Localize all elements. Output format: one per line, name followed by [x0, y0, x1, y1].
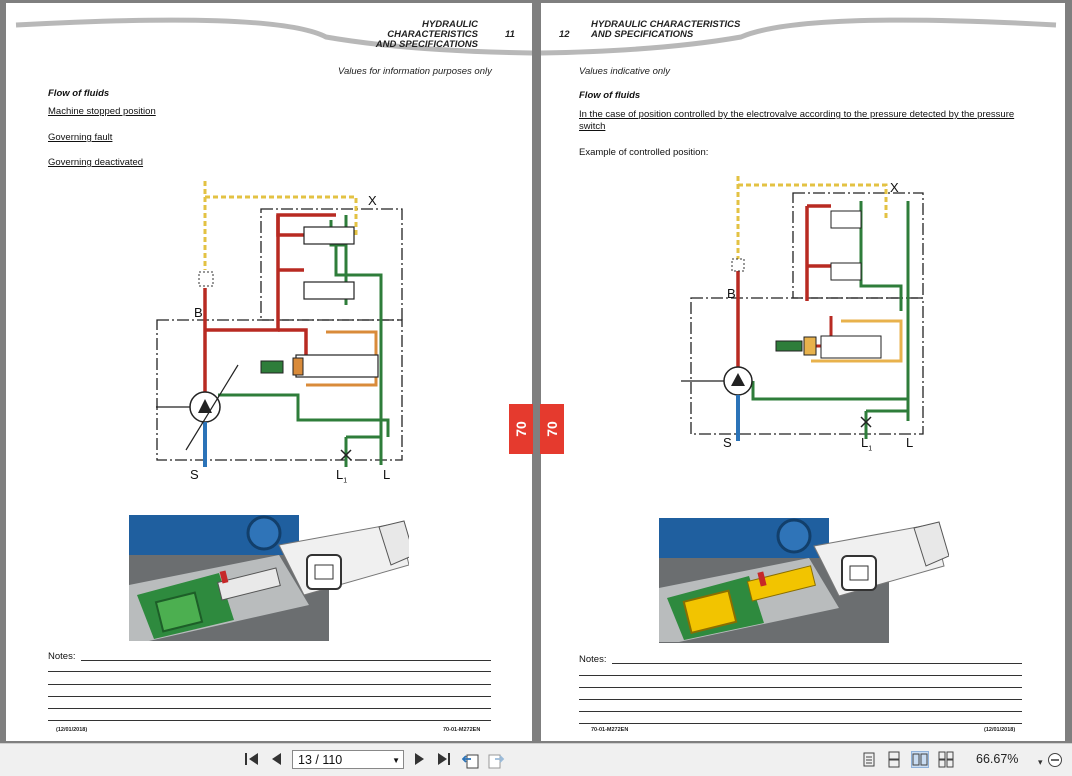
header-line1: HYDRAULIC CHARACTERISTICS: [387, 19, 478, 40]
first-page-icon[interactable]: [245, 752, 259, 766]
notes-label: Notes:: [579, 654, 607, 665]
page-header: HYDRAULIC CHARACTERISTICS AND SPECIFICAT…: [591, 20, 740, 40]
list-item: Governing fault: [48, 132, 113, 143]
zoom-level[interactable]: 66.67%: [976, 752, 1019, 766]
port-label-b: B: [727, 286, 736, 301]
port-label-l: L: [906, 435, 914, 450]
header-line1: HYDRAULIC CHARACTERISTICS: [591, 19, 741, 30]
header-line2: AND SPECIFICATIONS: [375, 39, 478, 50]
page-forward-icon[interactable]: [487, 752, 505, 769]
tab-label: 70: [513, 421, 529, 437]
subtitle: Values for information purposes only: [338, 66, 492, 77]
notes-line: [48, 684, 491, 685]
example-label: Example of controlled position:: [579, 147, 709, 158]
port-label-l1: L1: [336, 467, 347, 485]
list-item: Machine stopped position: [48, 106, 156, 117]
port-label-b: B: [194, 305, 203, 320]
page-back-icon[interactable]: [462, 752, 480, 769]
zoom-dropdown-icon[interactable]: ▾: [1038, 757, 1043, 767]
document-page-right: 12 HYDRAULIC CHARACTERISTICS AND SPECIFI…: [541, 3, 1065, 741]
notes-line: [48, 671, 491, 672]
hydraulic-diagram: [681, 176, 924, 441]
footer-docref: 70-01-M272EN: [591, 727, 629, 733]
notes-label: Notes:: [48, 651, 76, 662]
port-label-s: S: [723, 435, 732, 450]
document-page-left: HYDRAULIC CHARACTERISTICS AND SPECIFICAT…: [6, 3, 532, 741]
notes-line: [579, 687, 1022, 688]
section-tab-right: 70: [540, 404, 564, 454]
port-label-s: S: [190, 467, 199, 482]
chevron-down-icon[interactable]: ▼: [392, 756, 400, 765]
notes-line: [612, 663, 1022, 664]
port-label-l1: L1: [861, 435, 872, 453]
port-label-x: X: [890, 180, 899, 195]
l1-subscript: 1: [868, 445, 873, 453]
section-title: Flow of fluids: [48, 88, 110, 99]
notes-line: [48, 696, 491, 697]
footer-date: (12/01/2018): [56, 727, 88, 733]
notes-line: [579, 711, 1022, 712]
tab-label: 70: [544, 421, 560, 437]
header-line2: AND SPECIFICATIONS: [591, 29, 694, 40]
footer-date: (12/01/2018): [984, 727, 1016, 733]
footer-docref: 70-01-M272EN: [443, 727, 481, 733]
continuous-icon[interactable]: [885, 751, 903, 768]
page-field-value: 13 / 110: [298, 753, 343, 767]
l1-subscript: 1: [343, 477, 348, 485]
valve-illustration: [659, 518, 949, 643]
page-number: 12: [559, 29, 570, 40]
header-swoosh: [15, 17, 532, 56]
notes-line: [48, 708, 491, 709]
port-label-l: L: [383, 467, 391, 482]
zoom-out-icon[interactable]: [1047, 752, 1063, 768]
prev-page-icon[interactable]: [270, 752, 282, 766]
notes-line: [579, 675, 1022, 676]
page-number: 11: [505, 29, 515, 40]
l1-letter: L: [861, 435, 869, 450]
notes-line: [81, 660, 491, 661]
l1-letter: L: [336, 467, 344, 482]
port-label-x: X: [368, 193, 377, 208]
single-page-icon[interactable]: [860, 751, 878, 768]
page-header: HYDRAULIC CHARACTERISTICS AND SPECIFICAT…: [336, 20, 478, 50]
next-page-icon[interactable]: [414, 752, 426, 766]
last-page-icon[interactable]: [437, 752, 451, 766]
notes-line: [48, 720, 491, 721]
hydraulic-diagram: [156, 181, 403, 467]
two-page-continuous-icon[interactable]: [937, 751, 955, 768]
valve-illustration: [129, 515, 409, 641]
notes-line: [579, 723, 1022, 724]
section-tab-left: 70: [509, 404, 533, 454]
page-number-field[interactable]: 13 / 110 ▼: [292, 750, 404, 769]
viewer-toolbar: 13 / 110 ▼ 66.67% ▾: [0, 743, 1072, 776]
subtitle: Values indicative only: [579, 66, 671, 77]
two-page-icon[interactable]: [911, 751, 929, 768]
list-item: Governing deactivated: [48, 157, 144, 168]
section-title: Flow of fluids: [579, 90, 641, 101]
notes-line: [579, 699, 1022, 700]
description: In the case of position controlled by th…: [579, 109, 1015, 132]
header-swoosh: [541, 17, 1057, 56]
